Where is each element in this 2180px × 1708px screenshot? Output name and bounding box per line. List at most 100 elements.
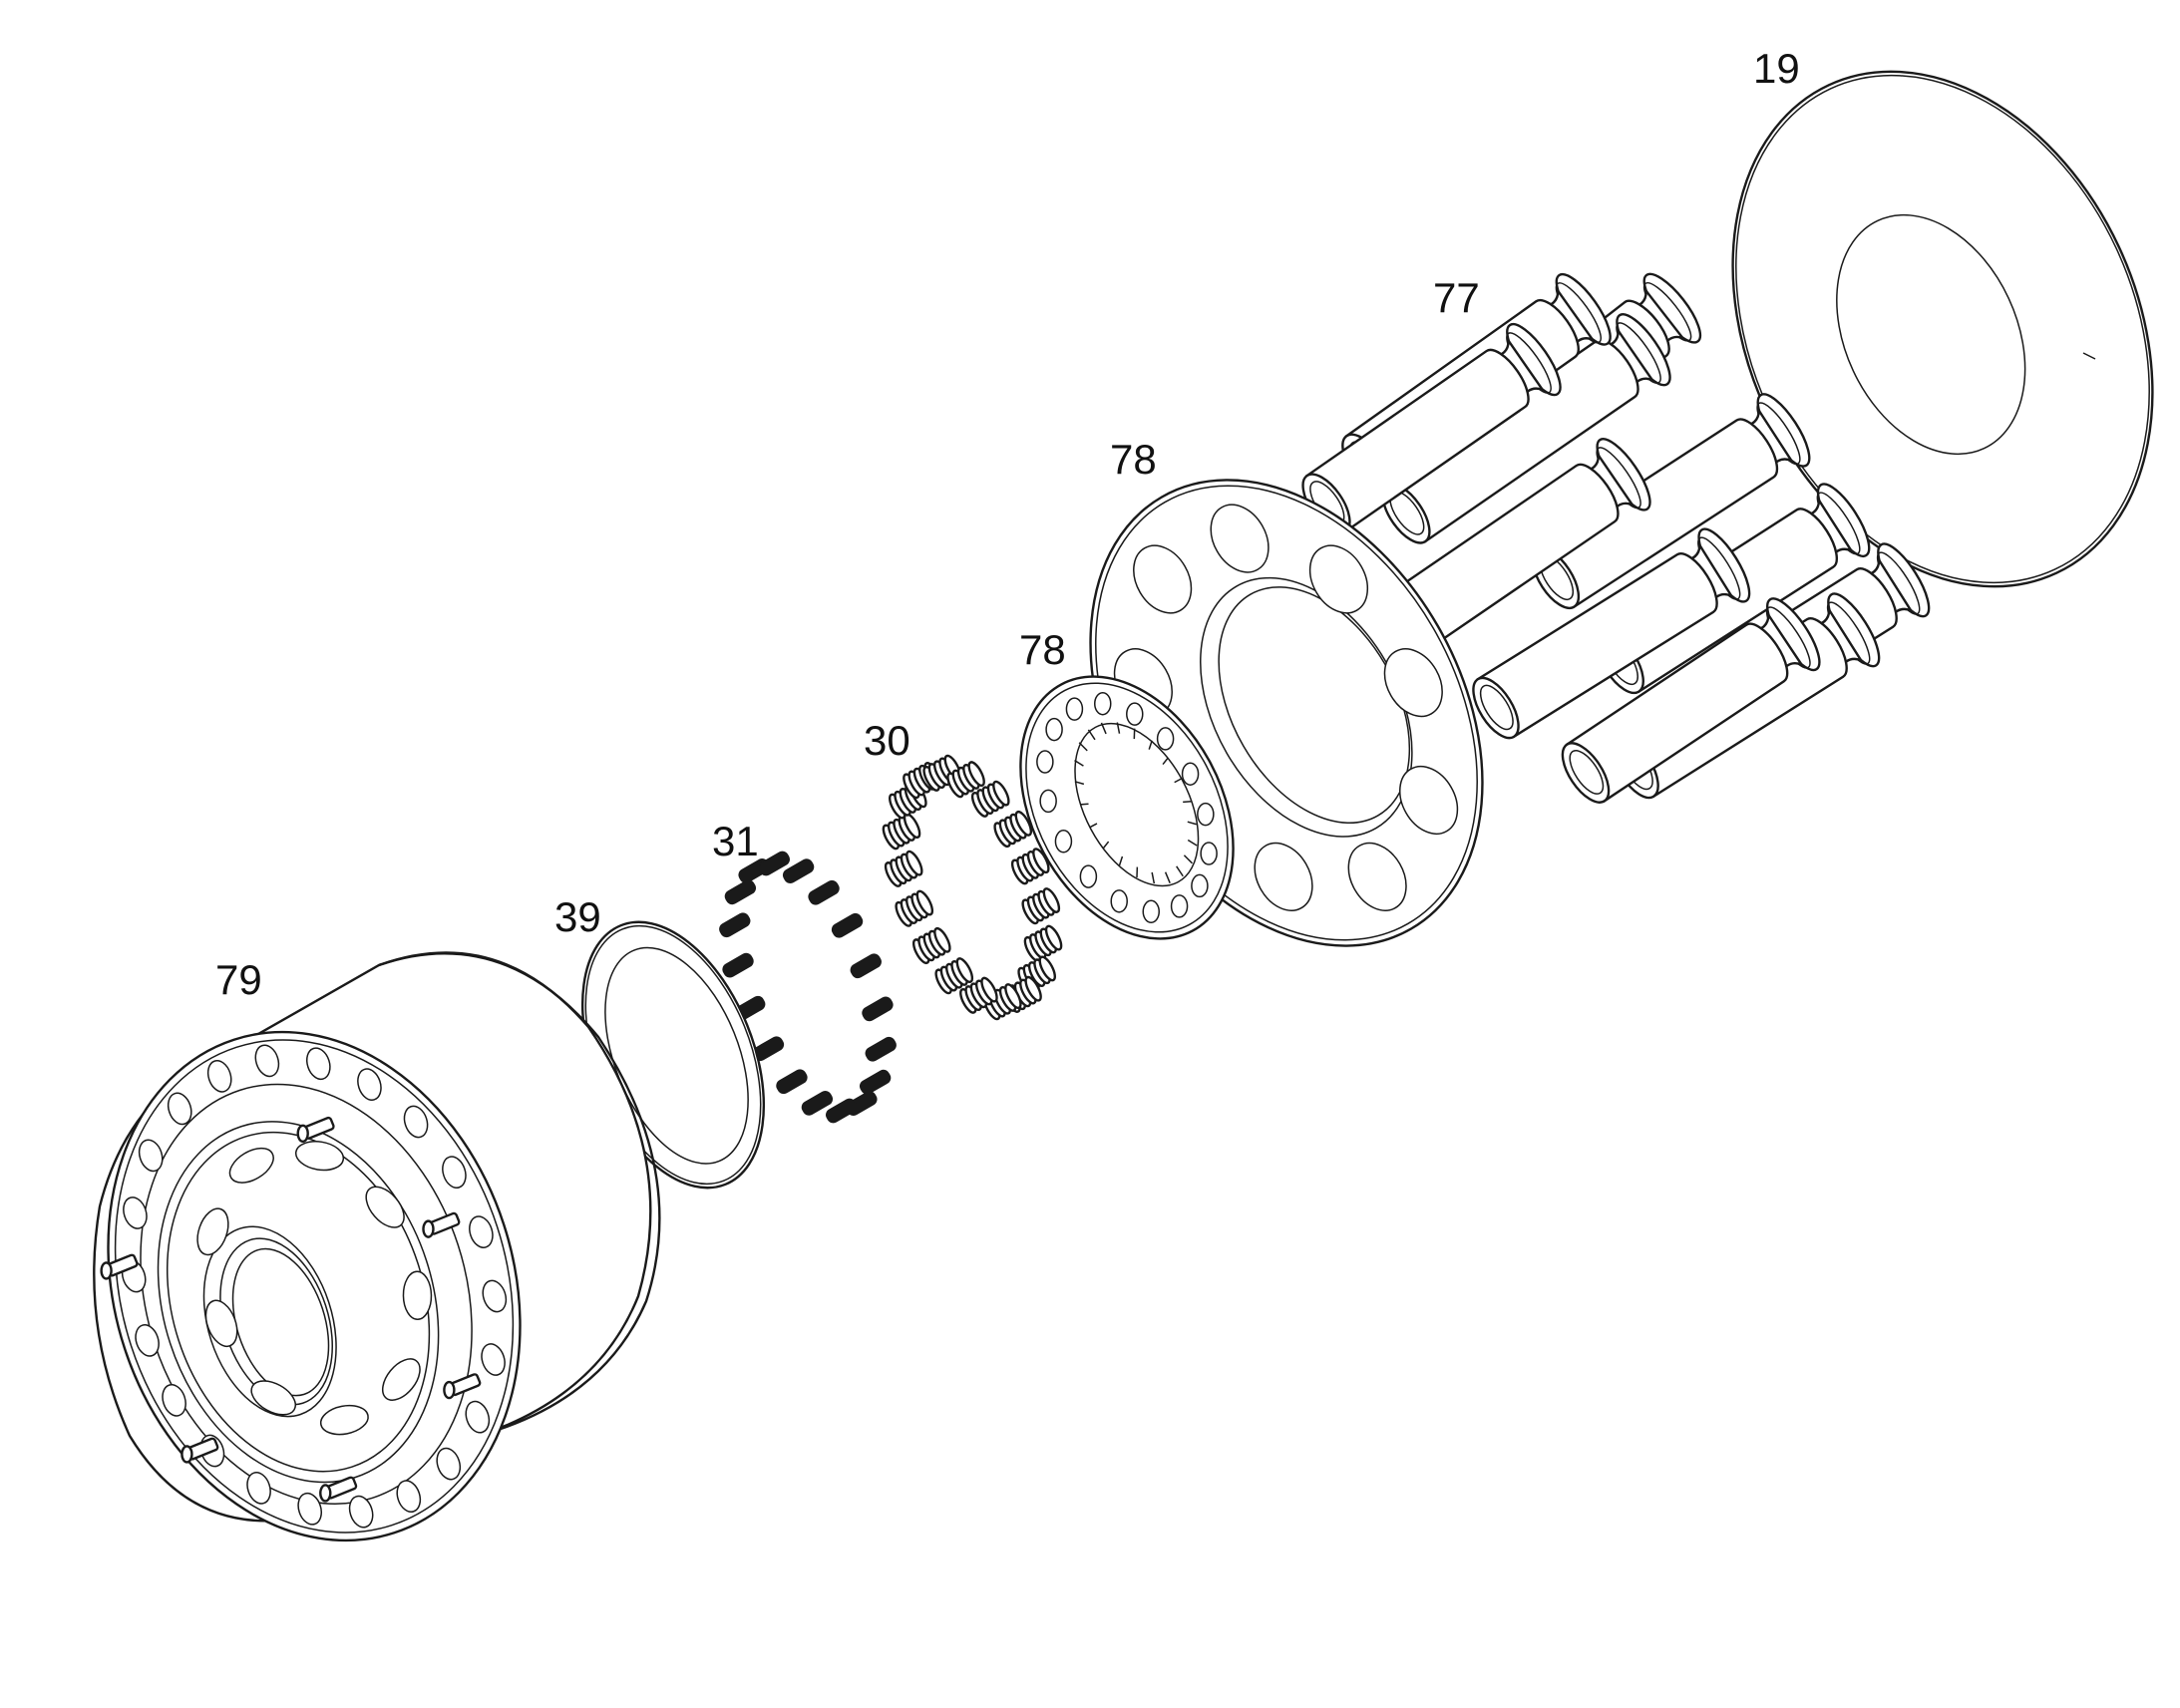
plate-hole bbox=[1210, 504, 1270, 573]
plate-hole bbox=[1254, 842, 1313, 911]
ring-ball bbox=[1156, 727, 1175, 751]
pin bbox=[865, 1036, 897, 1062]
piston-body bbox=[1476, 552, 1718, 739]
ring-ball bbox=[1065, 697, 1084, 721]
spring bbox=[895, 889, 934, 927]
stud-end bbox=[319, 1484, 332, 1503]
pin bbox=[724, 879, 757, 905]
ring-ball bbox=[1054, 830, 1073, 854]
spring-coil bbox=[992, 780, 1010, 807]
part-79-cylinder-block bbox=[93, 951, 661, 1542]
piston bbox=[1381, 313, 1671, 544]
block-hole bbox=[254, 1044, 280, 1078]
plate-hole bbox=[1308, 544, 1369, 614]
spring-coil bbox=[906, 850, 923, 876]
block-hole bbox=[167, 1092, 192, 1126]
pin bbox=[850, 953, 882, 979]
plate-hole bbox=[1133, 544, 1193, 614]
piston bbox=[1561, 597, 1821, 804]
block-hole bbox=[138, 1139, 164, 1173]
block-hole bbox=[297, 1492, 322, 1526]
ring-spline bbox=[1074, 781, 1085, 786]
spring bbox=[884, 850, 923, 887]
block-slot bbox=[204, 1299, 238, 1348]
spring-coil bbox=[1004, 983, 1022, 1010]
block-slot bbox=[196, 1207, 229, 1256]
block-slot bbox=[250, 1380, 296, 1416]
callout-79: 79 bbox=[215, 956, 262, 1003]
ring-ball bbox=[1142, 899, 1161, 924]
spring-coil bbox=[955, 957, 974, 984]
ring-spline bbox=[1183, 854, 1194, 864]
block-hole bbox=[206, 1059, 232, 1093]
ring-ball bbox=[1197, 802, 1215, 827]
plate-hole bbox=[1383, 648, 1443, 718]
block-hole bbox=[465, 1400, 491, 1434]
part-30-spring-set bbox=[882, 754, 1063, 1021]
piston-body bbox=[1385, 463, 1620, 653]
block-hole bbox=[123, 1196, 148, 1229]
ring-spline bbox=[1100, 722, 1107, 735]
ring-spline bbox=[1187, 839, 1198, 847]
spring bbox=[1023, 924, 1063, 962]
stud-end bbox=[422, 1219, 435, 1238]
part-19-thrust-plate bbox=[1731, 70, 2154, 588]
ring-ball bbox=[1093, 691, 1112, 716]
ring-ball bbox=[1191, 873, 1209, 898]
plate-hole bbox=[1399, 765, 1459, 835]
ring-ball bbox=[1079, 864, 1098, 888]
ring-ball bbox=[1126, 702, 1144, 726]
block-slot bbox=[228, 1147, 274, 1184]
block-hole bbox=[396, 1480, 422, 1514]
piston-face bbox=[1561, 742, 1611, 804]
ring-spline bbox=[1102, 841, 1110, 850]
block-stud bbox=[443, 1373, 482, 1400]
ring-ball bbox=[1036, 750, 1054, 774]
spring-coil bbox=[1024, 975, 1042, 1002]
block-stud bbox=[100, 1253, 139, 1280]
block-stud bbox=[319, 1476, 358, 1503]
ring-spline bbox=[1174, 778, 1183, 784]
ring-spline bbox=[1074, 759, 1084, 767]
ring-spline bbox=[1087, 729, 1096, 741]
block-hole bbox=[306, 1047, 331, 1081]
block-hole bbox=[357, 1068, 382, 1101]
spring-coil bbox=[933, 926, 951, 953]
ring-ball bbox=[1181, 762, 1200, 786]
pin bbox=[722, 952, 754, 978]
spring-coil bbox=[1038, 955, 1057, 982]
pin bbox=[782, 858, 815, 883]
ring-spline bbox=[1187, 821, 1197, 826]
ring-spline bbox=[1164, 871, 1171, 883]
piston-face bbox=[1472, 676, 1520, 740]
callout-78-plate: 78 bbox=[1110, 436, 1157, 483]
spring-coil bbox=[980, 976, 998, 1003]
spring-coil bbox=[1032, 848, 1050, 874]
spring-coil bbox=[967, 761, 985, 788]
block-hole bbox=[348, 1495, 374, 1529]
ring-spline bbox=[1078, 742, 1088, 752]
stud-end bbox=[296, 1124, 309, 1144]
spring bbox=[934, 957, 974, 995]
pin bbox=[859, 1069, 892, 1095]
block-slot bbox=[365, 1186, 405, 1228]
callout-39: 39 bbox=[554, 893, 601, 940]
block-hole bbox=[481, 1343, 506, 1376]
ring-spline bbox=[1080, 803, 1089, 806]
callout-77: 77 bbox=[1433, 274, 1480, 321]
block-slot bbox=[402, 1270, 433, 1321]
block-hole bbox=[162, 1384, 186, 1417]
stud-end bbox=[100, 1261, 113, 1280]
pin bbox=[801, 1091, 834, 1116]
block-hole bbox=[246, 1472, 271, 1505]
ring-ball bbox=[1170, 894, 1189, 918]
ring-ball bbox=[1200, 842, 1218, 865]
stud-end bbox=[181, 1445, 193, 1464]
pin bbox=[831, 912, 864, 938]
spring bbox=[993, 810, 1033, 849]
ring-spline bbox=[1183, 801, 1192, 804]
piston-body bbox=[1565, 622, 1789, 803]
spring bbox=[1021, 887, 1061, 925]
piston-bore bbox=[1569, 750, 1605, 795]
